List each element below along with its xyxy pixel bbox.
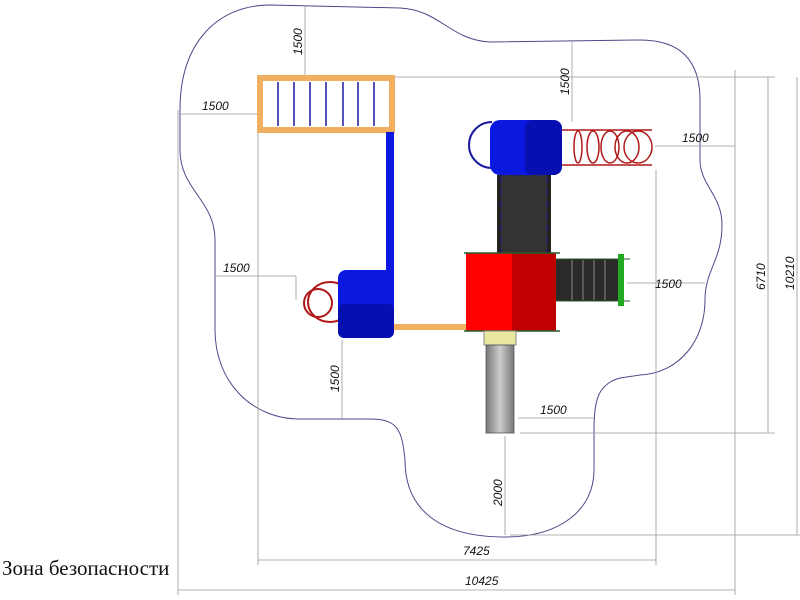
red-tower [464,252,560,332]
dim-top-tower: 1500 [558,68,572,95]
dimension-labels: 1500 1500 1500 1500 1500 1500 1500 1500 … [202,28,797,588]
wood-beam [393,324,468,330]
spiral-tunnel [562,129,653,166]
dim-total-height: 10210 [783,256,797,290]
dim-total-width: 10425 [465,574,499,588]
dim-bottom-left: 1500 [328,365,342,392]
top-dome-arc [468,121,493,169]
horizontal-crawl-tube [556,254,630,306]
dim-slide-end: 2000 [491,479,505,507]
dimension-lines [177,5,800,595]
dim-top-ladder: 1500 [291,28,305,55]
dim-inner-width: 7425 [463,544,490,558]
horizontal-ladder [257,75,395,133]
top-blue-tower [490,120,562,175]
left-blue-tower [338,270,394,338]
dim-right-tunnel: 1500 [682,131,709,145]
vertical-crawl-tube [497,174,551,254]
dim-left-panel: 1500 [223,261,250,275]
dim-inner-height: 6710 [754,263,768,290]
blue-rail [386,132,394,282]
dim-left-ladder: 1500 [202,99,229,113]
dim-right-crawl: 1500 [655,277,682,291]
safety-zone-caption: Зона безопасности [2,556,170,580]
slide [483,330,517,434]
safety-zone-outline [179,4,723,538]
dim-slide-side: 1500 [540,403,567,417]
